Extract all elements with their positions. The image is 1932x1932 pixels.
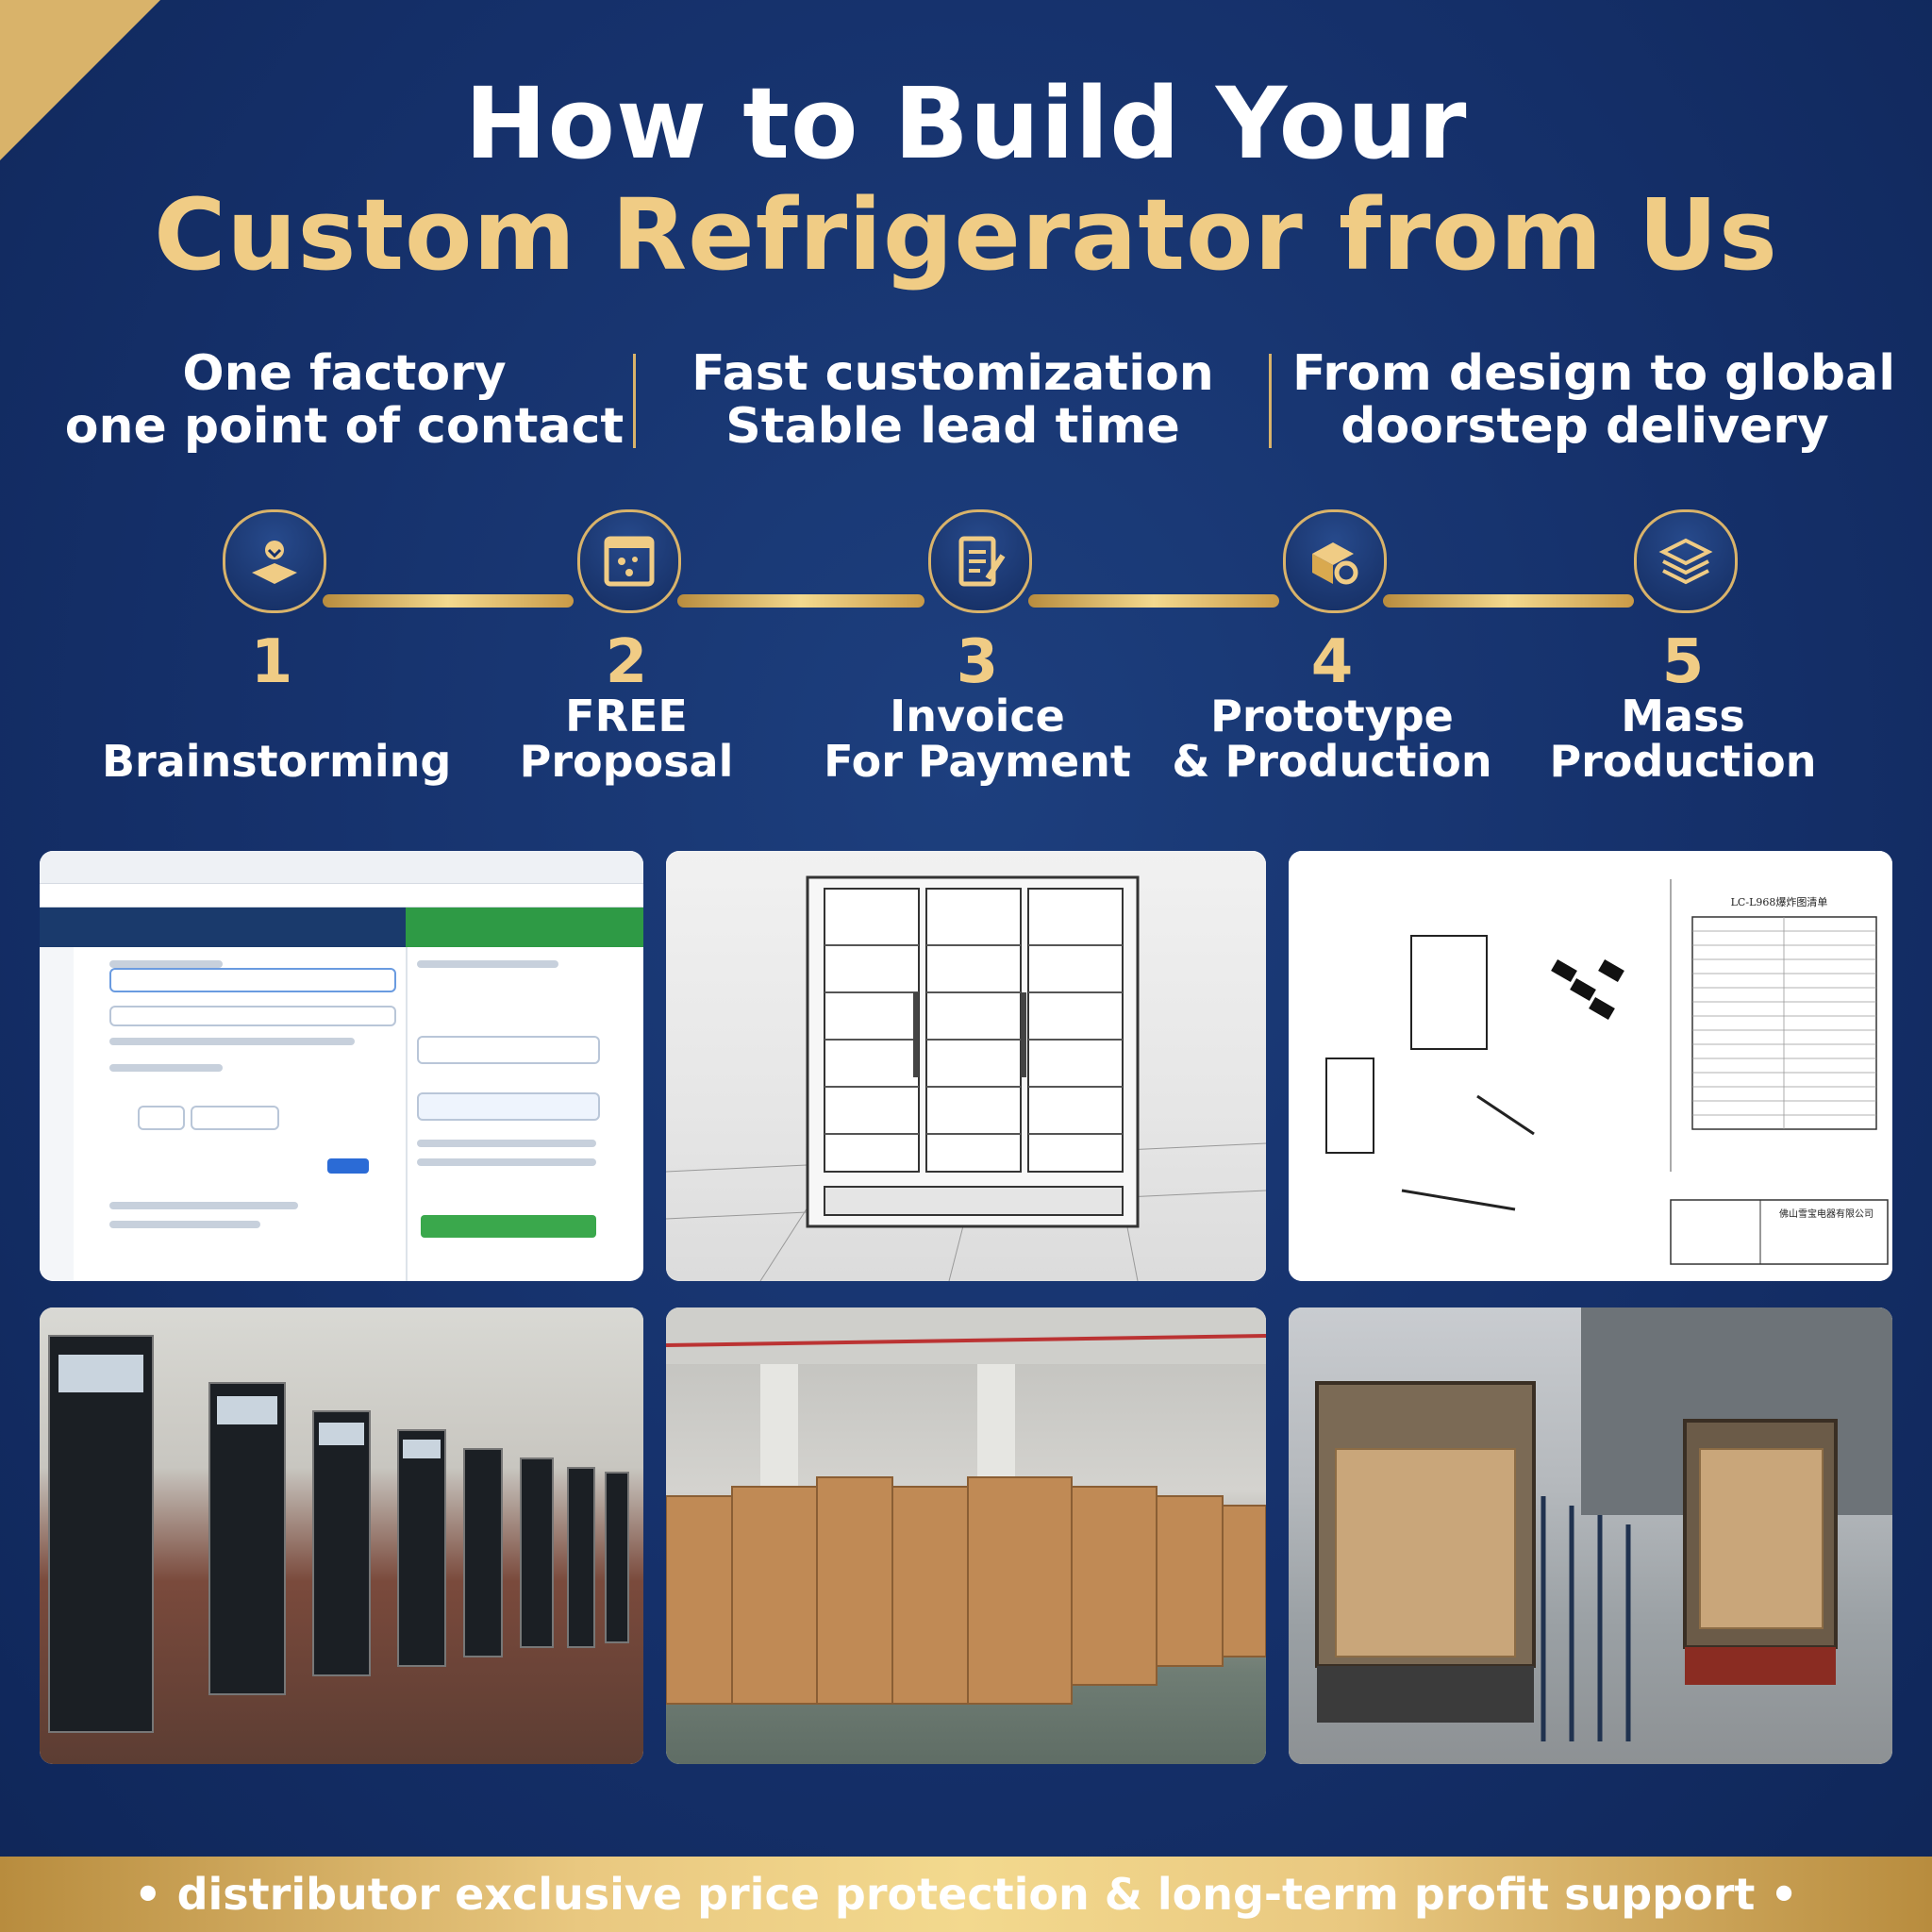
step-5-label-line-2: Production — [1549, 736, 1817, 787]
step-4-label: Prototype & Production — [1162, 693, 1502, 784]
feature-2: Fast customization Stable lead time — [660, 347, 1245, 453]
footer-banner: • distributor exclusive price protection… — [0, 1857, 1932, 1932]
browser-address-bar — [40, 884, 643, 908]
feature-2-line-1: Fast customization — [691, 345, 1214, 402]
title-line-2: Custom Refrigerator from Us — [154, 177, 1778, 292]
mock-green-button — [421, 1215, 596, 1238]
app-side-header-bar — [406, 908, 643, 947]
app-screenshot-panel — [40, 851, 643, 1281]
gold-corner-decoration — [0, 0, 160, 160]
mock-input — [109, 1006, 396, 1026]
step-connector — [677, 594, 924, 608]
crates-illustration — [666, 1307, 1266, 1705]
mock-chip — [191, 1106, 279, 1130]
warehouse-crates-photo — [666, 1307, 1266, 1764]
step-connector — [323, 594, 574, 608]
step-4-label-line-1: Prototype — [1210, 691, 1454, 741]
panel-divider — [406, 947, 408, 1281]
feature-1-line-1: One factory — [182, 345, 507, 402]
mock-text — [417, 1140, 596, 1147]
step-2-label-line-1: FREE — [565, 691, 688, 741]
mock-input — [417, 1036, 600, 1064]
factory-prototype-photo — [40, 1307, 643, 1764]
mock-text — [109, 1038, 355, 1045]
invoice-document-icon — [928, 509, 1032, 613]
mock-button — [327, 1158, 369, 1174]
app-sidebar — [40, 947, 74, 1281]
mock-text — [109, 960, 223, 968]
drawing-background — [1289, 851, 1892, 1281]
step-connector — [1028, 594, 1279, 608]
step-3-number: 3 — [956, 627, 999, 697]
app-header-bar — [40, 908, 406, 947]
step-5-label: Mass Production — [1513, 693, 1853, 784]
box-gear-icon — [1283, 509, 1387, 613]
step-3-label-line-2: For Payment — [824, 736, 1131, 787]
step-connector — [1383, 594, 1634, 608]
container-loading-photo — [1289, 1307, 1892, 1764]
feature-1-line-2: one point of contact — [64, 398, 625, 455]
feature-3-line-1: From design to global — [1292, 345, 1896, 402]
step-2-label: FREE Proposal — [457, 693, 796, 784]
step-4-number: 4 — [1310, 627, 1354, 697]
step-2-label-line-2: Proposal — [519, 736, 734, 787]
parts-list-title: LC-L968爆炸图清单 — [1730, 896, 1828, 908]
display-coolers-illustration — [48, 1335, 629, 1733]
mock-text — [417, 1158, 596, 1166]
browser-tab-bar — [40, 851, 643, 884]
mock-input — [109, 968, 396, 992]
company-name: 佛山雪宝电器有限公司 — [1779, 1209, 1874, 1220]
step-4-label-line-2: & Production — [1172, 736, 1492, 787]
step-1-label: Brainstorming — [102, 693, 452, 787]
step-1-number: 1 — [250, 627, 293, 697]
mock-chip — [138, 1106, 185, 1130]
step-1-label-line-1 — [102, 693, 441, 739]
technical-drawing-panel: LC-L968爆炸图清单 佛山雪宝电器有限公司 — [1289, 851, 1892, 1281]
mock-text — [109, 1221, 260, 1228]
step-5-label-line-1: Mass — [1621, 691, 1745, 741]
feature-divider — [1269, 354, 1272, 448]
step-3-label: Invoice For Payment — [808, 693, 1147, 784]
exploded-view-drawing — [1325, 879, 1889, 1265]
title-line-1: How to Build Your — [464, 66, 1468, 181]
layers-icon — [1634, 509, 1738, 613]
feature-divider — [633, 354, 636, 448]
step-5-number: 5 — [1661, 627, 1705, 697]
step-3-label-line-1: Invoice — [890, 691, 1065, 741]
idea-hand-icon — [223, 509, 326, 613]
mock-text — [417, 960, 558, 968]
proposal-board-icon — [577, 509, 681, 613]
feature-1: One factory one point of contact — [57, 347, 632, 453]
footer-text: • distributor exclusive price protection… — [134, 1869, 1798, 1920]
feature-3: From design to global doorstep delivery — [1292, 345, 1896, 455]
trucks-illustration — [1315, 1307, 1892, 1741]
mock-input — [417, 1092, 600, 1121]
fridge-sketch-panel — [666, 851, 1266, 1281]
step-2-number: 2 — [605, 627, 648, 697]
mock-text — [109, 1064, 223, 1072]
fridge-sketch-drawing — [666, 875, 1266, 1281]
mock-text — [109, 1202, 298, 1209]
step-1-label-line-2: Brainstorming — [102, 736, 452, 787]
feature-3-line-2: doorstep delivery — [1341, 398, 1829, 455]
feature-2-line-2: Stable lead time — [725, 398, 1180, 455]
